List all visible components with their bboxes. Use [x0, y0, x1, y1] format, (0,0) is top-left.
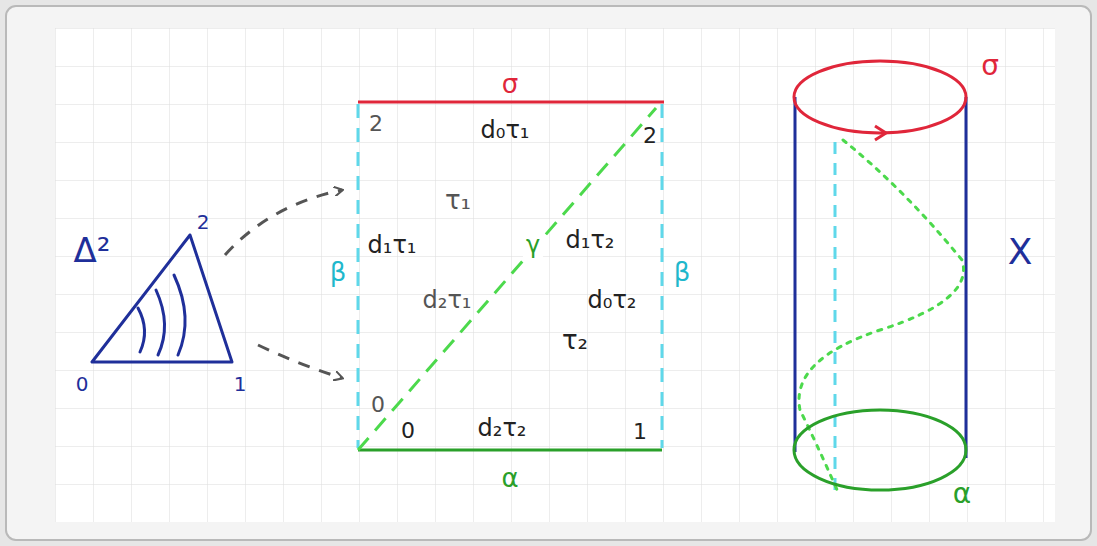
orientation-arrowhead: [875, 126, 886, 140]
vertex-number: 2: [643, 125, 657, 147]
face-label: d₀τ₁: [481, 118, 530, 142]
paper: [55, 28, 1055, 522]
beta-edge: [661, 104, 664, 448]
space-label: X: [1008, 234, 1033, 270]
vertex-number: 2: [369, 113, 383, 135]
face-label: d₁τ₂: [566, 228, 615, 252]
hatch-arc: [174, 275, 185, 355]
face-label: d₁τ₁: [368, 233, 417, 257]
alpha-loop: [794, 410, 966, 490]
cylinder-side: [965, 97, 968, 458]
map-arrow: [258, 345, 342, 378]
vertex-number: 0: [401, 420, 415, 442]
frame: [6, 6, 1091, 540]
face-label: d₂τ₁: [423, 288, 472, 312]
simplex-label: τ₂: [562, 327, 588, 353]
hatch-arc: [156, 290, 165, 355]
beta-edge: [357, 104, 360, 448]
beta-line: [834, 142, 837, 492]
face-label: d₂τ₂: [478, 416, 527, 440]
edge-label: β: [674, 259, 691, 285]
alpha-edge: [358, 449, 662, 452]
simplex-triangle: [92, 235, 232, 362]
loop-label: σ: [981, 52, 999, 80]
vertex-number: 1: [234, 374, 247, 394]
simplex-label: τ₁: [445, 187, 471, 213]
edge-label: α: [501, 465, 518, 491]
cylinder-side: [794, 97, 797, 452]
sigma-edge: [358, 101, 664, 104]
edge-label: β: [330, 259, 347, 285]
edge-label: σ: [502, 71, 518, 97]
vertex-number: 0: [371, 394, 385, 416]
map-arrow: [225, 190, 342, 255]
gamma-path: [799, 140, 964, 492]
vertex-number: 0: [76, 374, 89, 394]
simplex-label: Δ²: [74, 233, 111, 267]
vertex-number: 1: [633, 421, 647, 443]
vertex-number: 2: [197, 212, 210, 232]
edge-label: γ: [523, 232, 543, 258]
loop-label: α: [953, 480, 971, 508]
gamma-diagonal: [358, 108, 656, 450]
sigma-loop: [794, 61, 966, 133]
face-label: d₀τ₂: [588, 288, 637, 312]
grid: [55, 28, 1055, 522]
hatch-arc: [138, 308, 145, 352]
